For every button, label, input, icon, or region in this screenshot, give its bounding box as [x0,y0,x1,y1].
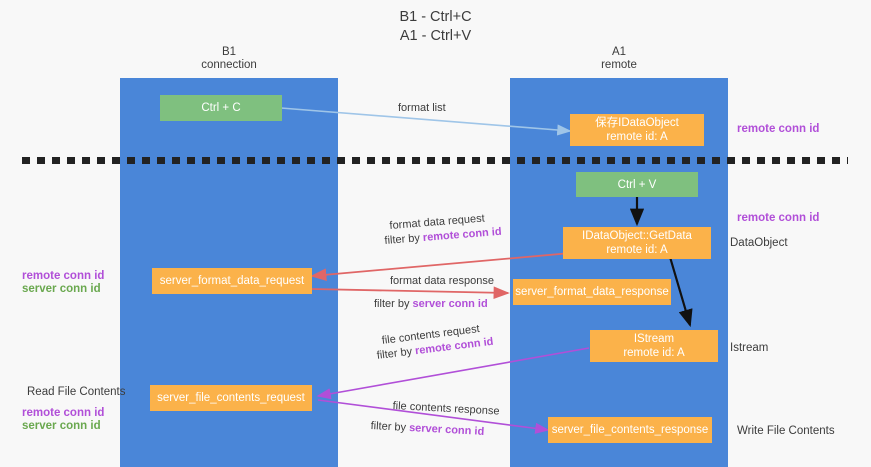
side-label-left-server-conn-id-mid: server conn id [22,283,101,295]
side-label-left-remote-conn-id-bottom: remote conn id [22,407,105,419]
label-format-data-response-filter: filter by server conn id [374,297,488,312]
label-format-list-text: format list [398,102,446,114]
box-getdata-subtitle: remote id: A [606,244,668,256]
box-server-file-contents-response[interactable]: server_file_contents_response [548,417,712,443]
column-header-b1-sub: connection [201,59,257,71]
side-label-remote-conn-id-mid: remote conn id [737,212,820,224]
side-label-left-remote-conn-id-mid: remote conn id [22,270,105,282]
label-file-contents-response-text: file contents response [392,399,500,418]
side-label-istream: Istream [730,342,769,354]
column-header-b1: B1 connection [120,46,338,72]
label-file-contents-response: file contents response [392,399,500,420]
label-filter-prefix-2: filter by [374,298,413,310]
box-idataobject-getdata[interactable]: IDataObject::GetData remote id: A [563,227,711,259]
column-header-a1-name: A1 [611,46,627,58]
label-format-data-response: format data response [390,274,494,289]
box-ctrl-v-label: Ctrl + V [617,178,657,191]
divider-dashed-line [22,157,848,164]
arrow-format-data-response [311,286,510,300]
box-idataobject-title: 保存IDataObject [595,117,679,129]
title-line-1: B1 - Ctrl+C [399,9,472,25]
title-line-2: A1 - Ctrl+V [399,28,472,44]
label-filter-key-server-conn-id: server conn id [412,298,488,310]
side-label-dataobject: DataObject [730,237,788,249]
box-server-format-data-response[interactable]: server_format_data_response [513,279,671,305]
column-header-b1-name: B1 [221,46,237,58]
box-server-format-data-request-label: server_format_data_request [159,275,305,287]
label-filter-prefix-4: filter by [370,419,410,434]
box-ctrl-c-label: Ctrl + C [201,102,241,114]
box-idataobject[interactable]: 保存IDataObject remote id: A [570,114,704,146]
box-ctrl-v[interactable]: Ctrl + V [576,172,698,197]
label-filter-prefix-3: filter by [376,345,416,362]
box-istream-subtitle: remote id: A [623,347,685,359]
label-format-list: format list [398,101,446,116]
box-server-file-contents-request-label: server_file_contents_request [157,392,305,404]
box-getdata-title: IDataObject::GetData [582,230,692,242]
side-label-write-file-contents: Write File Contents [737,425,835,437]
label-filter-key-server-conn-id-2: server conn id [408,422,485,438]
side-label-left-server-conn-id-bottom: server conn id [22,420,101,432]
side-label-remote-conn-id-top: remote conn id [737,123,820,135]
box-server-file-contents-request[interactable]: server_file_contents_request [150,385,312,411]
box-server-format-data-request[interactable]: server_format_data_request [152,268,312,294]
box-server-file-contents-response-label: server_file_contents_response [551,424,709,436]
box-istream-title: IStream [633,333,675,345]
page-title: B1 - Ctrl+C A1 - Ctrl+V [0,8,871,46]
box-ctrl-c[interactable]: Ctrl + C [160,95,282,121]
box-idataobject-subtitle: remote id: A [606,131,668,143]
label-filter-prefix: filter by [384,231,424,247]
label-format-data-response-text: format data response [390,275,494,287]
box-server-format-data-response-label: server_format_data_response [515,286,669,298]
column-header-a1: A1 remote [510,46,728,72]
label-file-contents-response-filter: filter by server conn id [370,419,484,440]
column-header-a1-sub: remote [601,59,637,71]
box-istream[interactable]: IStream remote id: A [590,330,718,362]
side-label-read-file-contents: Read File Contents [27,386,126,398]
